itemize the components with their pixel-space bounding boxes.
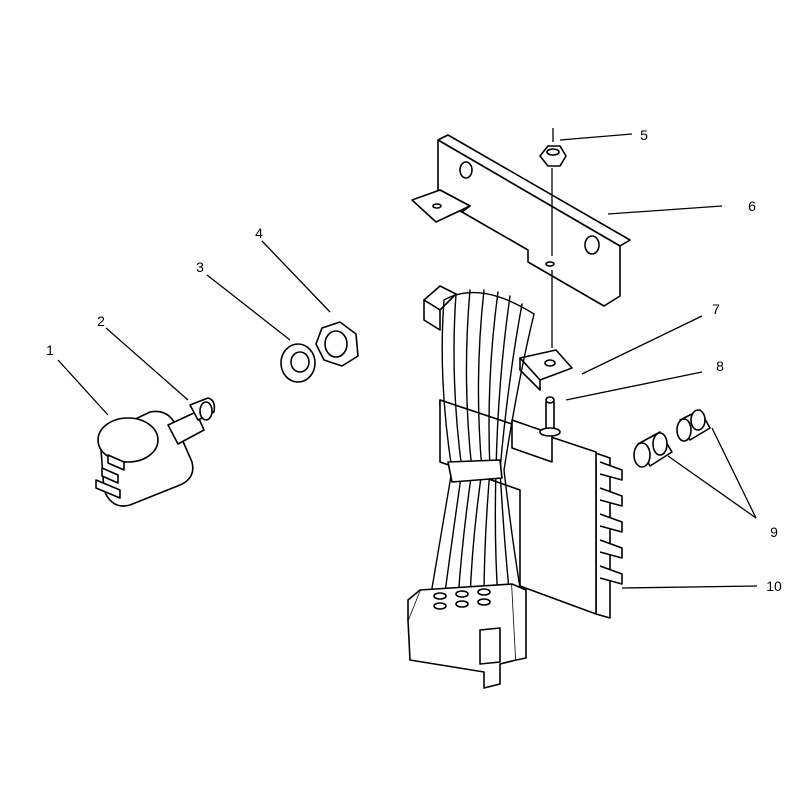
grommet-part-9b (676, 409, 711, 442)
callout-9: 9 (770, 524, 778, 540)
wire-plug (407, 583, 527, 689)
callout-1: 1 (46, 342, 54, 358)
callout-labels: 1 2 3 4 5 6 7 8 9 10 (46, 127, 782, 594)
callout-5: 5 (640, 127, 648, 143)
connector-block-part-7 (519, 349, 573, 391)
callout-4: 4 (255, 225, 263, 241)
screw-part-8 (539, 396, 561, 437)
switch-shaft-part-2 (167, 397, 216, 445)
callout-3: 3 (196, 259, 204, 275)
nut-part-5 (539, 145, 567, 167)
hex-nut-part-4 (315, 321, 359, 367)
callout-10: 10 (766, 578, 782, 594)
switch-part-1 (95, 410, 194, 507)
callout-2: 2 (97, 313, 105, 329)
wire-harness (423, 285, 535, 601)
leader-lines (57, 133, 758, 589)
assembly-lines (551, 128, 554, 348)
bracket-part-6 (411, 134, 631, 307)
callout-6: 6 (748, 198, 756, 214)
callout-7: 7 (712, 301, 720, 317)
washer-part-3 (280, 343, 316, 383)
grommet-part-9a (633, 431, 673, 468)
callout-8: 8 (716, 358, 724, 374)
